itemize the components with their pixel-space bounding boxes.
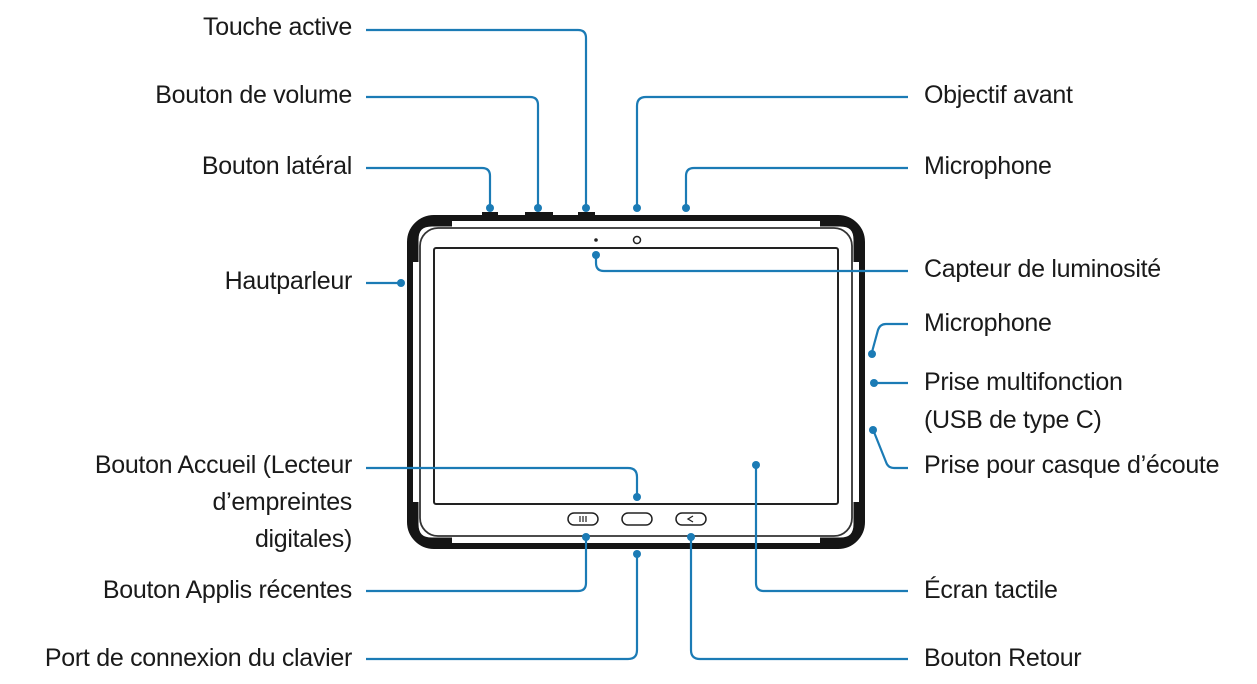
- label-bouton-retour: Bouton Retour: [924, 644, 1082, 672]
- back-key-shape: [675, 512, 707, 526]
- label-objectif-avant: Objectif avant: [924, 81, 1073, 109]
- label-microphone-side: Microphone: [924, 309, 1052, 337]
- active-key-shape: [578, 212, 595, 218]
- label-bouton-volume: Bouton de volume: [155, 81, 352, 109]
- label-port-clavier: Port de connexion du clavier: [44, 644, 352, 672]
- label-prise-casque: Prise pour casque d’écoute: [924, 451, 1220, 479]
- leader-lines: [366, 28, 908, 661]
- label-prise-multi-line1: Prise multifonction: [924, 368, 1123, 396]
- label-microphone-top: Microphone: [924, 152, 1052, 180]
- home-key-shape: [621, 512, 653, 526]
- label-capteur: Capteur de luminosité: [924, 255, 1161, 283]
- label-prise-multi-line2: (USB de type C): [924, 406, 1102, 434]
- side-key-shape: [482, 212, 498, 218]
- label-bouton-lateral: Bouton latéral: [201, 152, 352, 180]
- label-hautparleur: Hautparleur: [224, 267, 353, 295]
- label-bouton-accueil-line3: digitales): [254, 525, 352, 553]
- volume-key-shape: [525, 212, 553, 218]
- label-touche-active: Touche active: [203, 13, 352, 41]
- tablet-device: [407, 212, 865, 549]
- front-camera-shape: [632, 235, 642, 245]
- label-bouton-accueil-line1: Bouton Accueil (Lecteur: [94, 451, 352, 479]
- label-ecran-tactile: Écran tactile: [924, 576, 1058, 604]
- label-bouton-applis: Bouton Applis récentes: [102, 576, 352, 604]
- light-sensor-shape: [594, 238, 598, 242]
- label-bouton-accueil-line2: d’empreintes: [212, 488, 352, 516]
- touch-screen: [433, 247, 839, 505]
